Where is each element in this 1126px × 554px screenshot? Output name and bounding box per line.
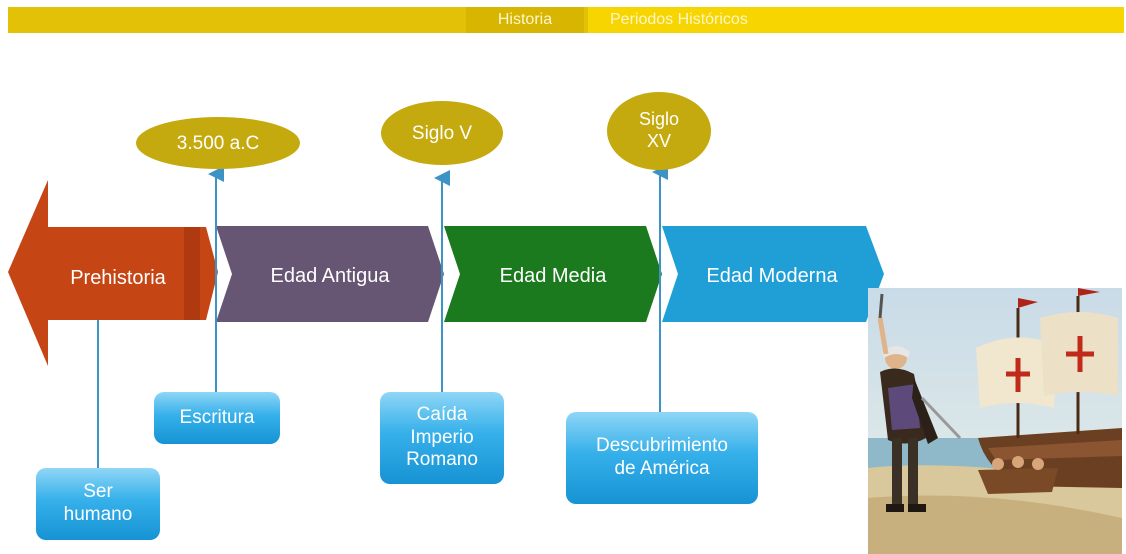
period-label-edad-antigua: Edad Antigua bbox=[270, 265, 390, 287]
event-label-caida-imperio: Caída Imperio Romano bbox=[406, 403, 478, 471]
period-shape-edad-moderna bbox=[662, 226, 884, 322]
date-label-3500: 3.500 a.C bbox=[176, 132, 260, 154]
header-bar: Historia Periodos Históricos bbox=[8, 7, 1124, 33]
header-section: Historia bbox=[466, 7, 584, 33]
period-shape-edad-antigua bbox=[216, 226, 444, 322]
event-label-escritura: Escritura bbox=[179, 406, 255, 428]
period-shape-prehistoria-notch bbox=[184, 227, 200, 320]
date-oval-siglo-v bbox=[381, 101, 503, 165]
event-box-caida-imperio bbox=[380, 392, 504, 484]
period-shape-prehistoria bbox=[8, 180, 218, 366]
illustration-drawing bbox=[868, 288, 1122, 554]
event-box-descubrimiento bbox=[566, 412, 758, 504]
event-label-ser-humano: Ser humano bbox=[63, 481, 133, 525]
date-label-siglo-xv: Siglo XV bbox=[638, 109, 680, 151]
event-box-ser-humano bbox=[36, 468, 160, 540]
date-oval-siglo-xv bbox=[607, 92, 711, 170]
date-oval-3500 bbox=[136, 117, 300, 169]
columbus-landing-illustration bbox=[868, 288, 1122, 554]
period-shape-edad-media bbox=[444, 226, 662, 322]
date-label-siglo-v: Siglo V bbox=[411, 122, 473, 144]
header-topic: Periodos Históricos bbox=[588, 7, 1124, 33]
period-label-edad-moderna: Edad Moderna bbox=[706, 265, 838, 287]
period-label-edad-media: Edad Media bbox=[499, 265, 607, 287]
event-box-escritura bbox=[154, 392, 280, 444]
period-label-prehistoria: Prehistoria bbox=[70, 267, 166, 289]
event-label-descubrimiento: Descubrimiento de América bbox=[596, 435, 728, 479]
